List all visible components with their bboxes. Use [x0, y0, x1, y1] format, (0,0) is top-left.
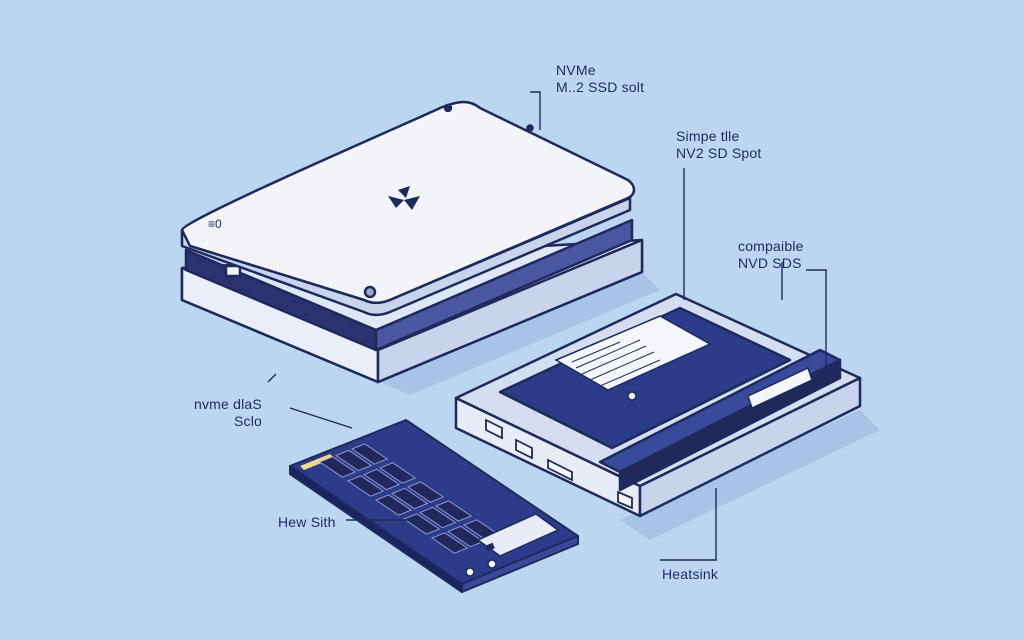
callout-simple-title-line1: Simpe tlle: [676, 128, 740, 144]
memory-chip: [362, 468, 401, 491]
callout-nvme-slot-line1: NVMe: [556, 62, 596, 78]
memory-chip: [390, 487, 429, 510]
memory-chip: [406, 481, 445, 503]
memory-chip: [418, 506, 457, 529]
callout-compatible-line2: NVD SDS: [738, 255, 802, 271]
ssd-screw-holes: [465, 559, 497, 577]
callout-compatible-line1: compaible: [738, 238, 804, 254]
ssd-gold-contacts: [300, 454, 334, 470]
lid-corner-mark: ≡0: [208, 217, 222, 231]
memory-chip: [434, 500, 473, 522]
memory-chip: [402, 513, 441, 535]
callout-nvme-class-line2: Sclo: [234, 413, 263, 429]
callout-nvme-slot-line2: M..2 SSD solt: [556, 79, 645, 95]
memory-chip: [378, 462, 417, 484]
callout-heatsink-right-text: Heatsink: [662, 566, 719, 582]
callout-heatsink-left: Hew Sith: [278, 514, 336, 531]
ssd-memory-chips: [318, 443, 501, 554]
callout-heatsink-left-text: Hew Sith: [278, 514, 336, 530]
module-label-sticker: [554, 315, 712, 401]
memory-chip: [318, 456, 357, 478]
ssd-controller-label: [476, 513, 560, 557]
memory-chip: [350, 443, 389, 465]
callout-simple-title-line2: NV2 SD Spot: [676, 145, 762, 161]
memory-chip: [430, 532, 469, 554]
callout-simple-title: Simpe tlle NV2 SD Spot: [676, 128, 761, 162]
callout-nvme-class: nvme dlaS Sclo: [194, 396, 262, 430]
callout-heatsink-right: Heatsink: [662, 566, 718, 583]
callout-nvme-class-line1: nvme dlaS: [194, 396, 262, 412]
callout-leader-lines: [267, 91, 827, 561]
memory-chip: [374, 494, 413, 516]
memory-chip: [346, 475, 385, 497]
front-ports: [485, 418, 633, 510]
callout-nvme-slot: NVMe M..2 SSD solt: [556, 62, 644, 96]
callout-compatible: compaible NVD SDS: [738, 238, 804, 272]
bowtie-logo-icon: [388, 186, 420, 210]
memory-chip: [334, 449, 373, 472]
rail-sticker: [747, 366, 813, 410]
